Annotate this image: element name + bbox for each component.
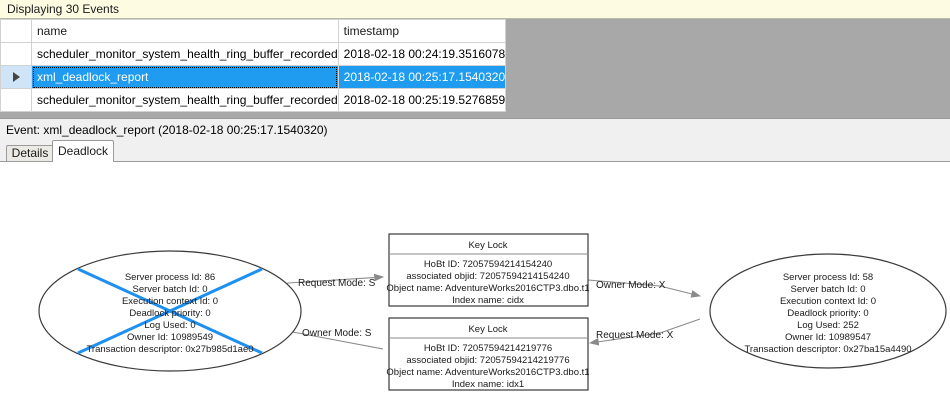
edge-owner-mode-x: Owner Mode: X — [587, 279, 702, 298]
edge-label-request-mode-x: Request Mode: X — [596, 330, 674, 341]
column-header-timestamp[interactable]: timestamp — [337, 19, 507, 43]
events-grid[interactable]: name timestamp scheduler_monitor_system_… — [0, 19, 950, 118]
process-right-line-2: Server batch Id: 0 — [791, 284, 866, 295]
process-node-left[interactable]: Server process Id: 86 Server batch Id: 0… — [38, 250, 302, 372]
event-detail-caption: Event: xml_deadlock_report (2018-02-18 0… — [0, 118, 950, 140]
events-banner-label: Displaying 30 Events — [7, 2, 120, 16]
resource-node-keylock-top[interactable]: Key Lock HoBt ID: 72057594214154240 asso… — [386, 233, 590, 307]
column-header-name[interactable]: name — [31, 19, 339, 43]
keylock-top-line-3: Object name: AdventureWorks2016CTP3.dbo.… — [386, 283, 589, 294]
process-left-line-1: Server process Id: 86 — [125, 272, 215, 283]
process-left-line-4: Deadlock priority: 0 — [129, 308, 210, 319]
events-banner: Displaying 30 Events — [0, 0, 950, 19]
deadlock-graph-canvas[interactable]: Request Mode: S Owner Mode: S Owner Mode… — [0, 162, 950, 401]
keylock-bottom-line-2: associated objid: 72057594214219776 — [406, 355, 569, 366]
keylock-top-line-4: Index name: cidx — [452, 295, 524, 306]
process-right-line-7: Transaction descriptor: 0x27ba15a4490 — [744, 344, 911, 355]
cell-timestamp[interactable]: 2018-02-18 00:24:19.3516078 — [337, 42, 507, 66]
process-right-line-5: Log Used: 252 — [797, 320, 859, 331]
keylock-bottom-line-1: HoBt ID: 72057594214219776 — [424, 343, 552, 354]
resource-node-keylock-bottom[interactable]: Key Lock HoBt ID: 72057594214219776 asso… — [386, 317, 590, 391]
row-selector-cell[interactable] — [0, 88, 32, 112]
edge-request-mode-x: Request Mode: X — [588, 318, 701, 346]
process-node-right[interactable]: Server process Id: 58 Server batch Id: 0… — [709, 253, 947, 369]
keylock-bottom-line-4: Index name: idx1 — [452, 379, 524, 390]
edge-label-request-mode-s: Request Mode: S — [298, 278, 376, 289]
tab-details[interactable]: Details — [6, 145, 54, 162]
row-selected-triangle-icon — [12, 72, 20, 82]
keylock-bottom-title: Key Lock — [468, 324, 507, 335]
edge-label-owner-mode-s: Owner Mode: S — [302, 328, 372, 339]
process-right-line-4: Deadlock priority: 0 — [787, 308, 868, 319]
detail-tabstrip: Details Deadlock — [0, 140, 950, 162]
table-row[interactable]: scheduler_monitor_system_health_ring_buf… — [0, 88, 507, 112]
tab-deadlock[interactable]: Deadlock — [52, 140, 114, 162]
process-right-line-3: Execution context Id: 0 — [780, 296, 876, 307]
process-left-line-2: Server batch Id: 0 — [133, 284, 208, 295]
keylock-top-title: Key Lock — [468, 240, 507, 251]
keylock-bottom-line-3: Object name: AdventureWorks2016CTP3.dbo.… — [386, 367, 589, 378]
row-selector-cell[interactable] — [0, 42, 32, 66]
edge-owner-mode-s: Owner Mode: S — [280, 327, 384, 350]
cell-name[interactable]: scheduler_monitor_system_health_ring_buf… — [31, 42, 339, 66]
keylock-top-line-1: HoBt ID: 72057594214154240 — [424, 259, 552, 270]
table-header-row: name timestamp — [0, 19, 507, 43]
process-right-line-6: Owner Id: 10989547 — [785, 332, 871, 343]
process-left-line-7: Transaction descriptor: 0x27b985d1ae0 — [86, 344, 253, 355]
event-detail-caption-label: Event: xml_deadlock_report (2018-02-18 0… — [6, 123, 328, 137]
process-left-line-5: Log Used: 0 — [144, 320, 195, 331]
cell-timestamp[interactable]: 2018-02-18 00:25:19.5276859 — [337, 88, 507, 112]
process-left-line-3: Execution context Id: 0 — [122, 296, 218, 307]
table-row[interactable]: scheduler_monitor_system_health_ring_buf… — [0, 42, 507, 66]
cell-name[interactable]: xml_deadlock_report — [31, 65, 339, 89]
process-right-line-1: Server process Id: 58 — [783, 272, 873, 283]
row-selector-cell[interactable] — [0, 65, 32, 89]
keylock-top-line-2: associated objid: 72057594214154240 — [406, 271, 569, 282]
edge-label-owner-mode-x: Owner Mode: X — [596, 280, 666, 291]
cell-timestamp[interactable]: 2018-02-18 00:25:17.1540320 — [337, 65, 507, 89]
process-left-line-6: Owner Id: 10989549 — [127, 332, 213, 343]
events-grid-table: name timestamp scheduler_monitor_system_… — [0, 19, 507, 112]
cell-name[interactable]: scheduler_monitor_system_health_ring_buf… — [31, 88, 339, 112]
row-selector-header — [0, 19, 32, 43]
table-row[interactable]: xml_deadlock_report 2018-02-18 00:25:17.… — [0, 65, 507, 89]
